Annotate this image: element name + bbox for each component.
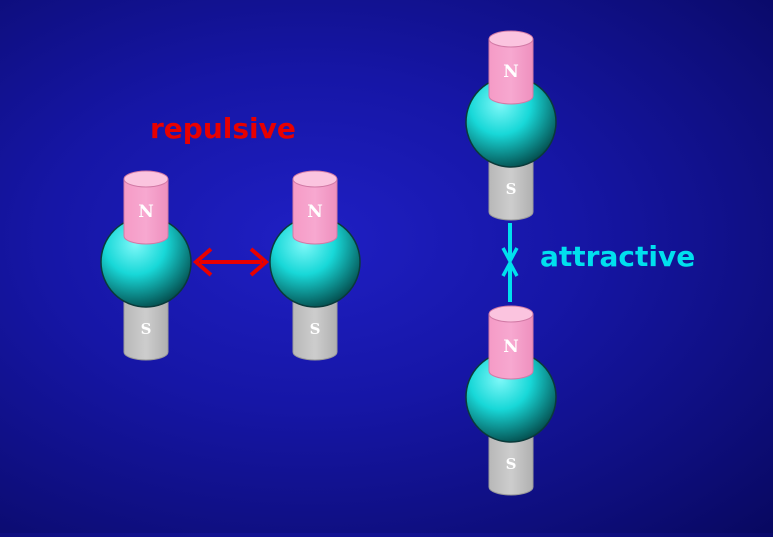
magnet-particle: SN (465, 305, 557, 496)
repulsive-arrow (192, 247, 270, 277)
north-pole-label: N (307, 202, 323, 222)
south-pole (292, 296, 338, 361)
repulsive-label: repulsive (150, 112, 296, 145)
north-pole (292, 170, 338, 245)
south-pole (123, 296, 169, 361)
magnet-particle: SN (100, 170, 192, 361)
north-pole (123, 170, 169, 245)
south-pole (488, 431, 534, 496)
south-pole-label: S (141, 320, 152, 338)
magnet-particle: SN (269, 170, 361, 361)
north-pole-label: N (138, 202, 154, 222)
south-pole (488, 156, 534, 221)
south-pole-label: S (506, 180, 517, 198)
south-pole-label: S (506, 455, 517, 473)
attractive-arrow (501, 223, 519, 302)
north-pole-label: N (503, 62, 519, 82)
north-pole (488, 30, 534, 105)
south-pole-label: S (310, 320, 321, 338)
attractive-label: attractive (540, 240, 696, 273)
north-pole (488, 305, 534, 380)
north-pole-label: N (503, 337, 519, 357)
magnet-particle: SN (465, 30, 557, 221)
